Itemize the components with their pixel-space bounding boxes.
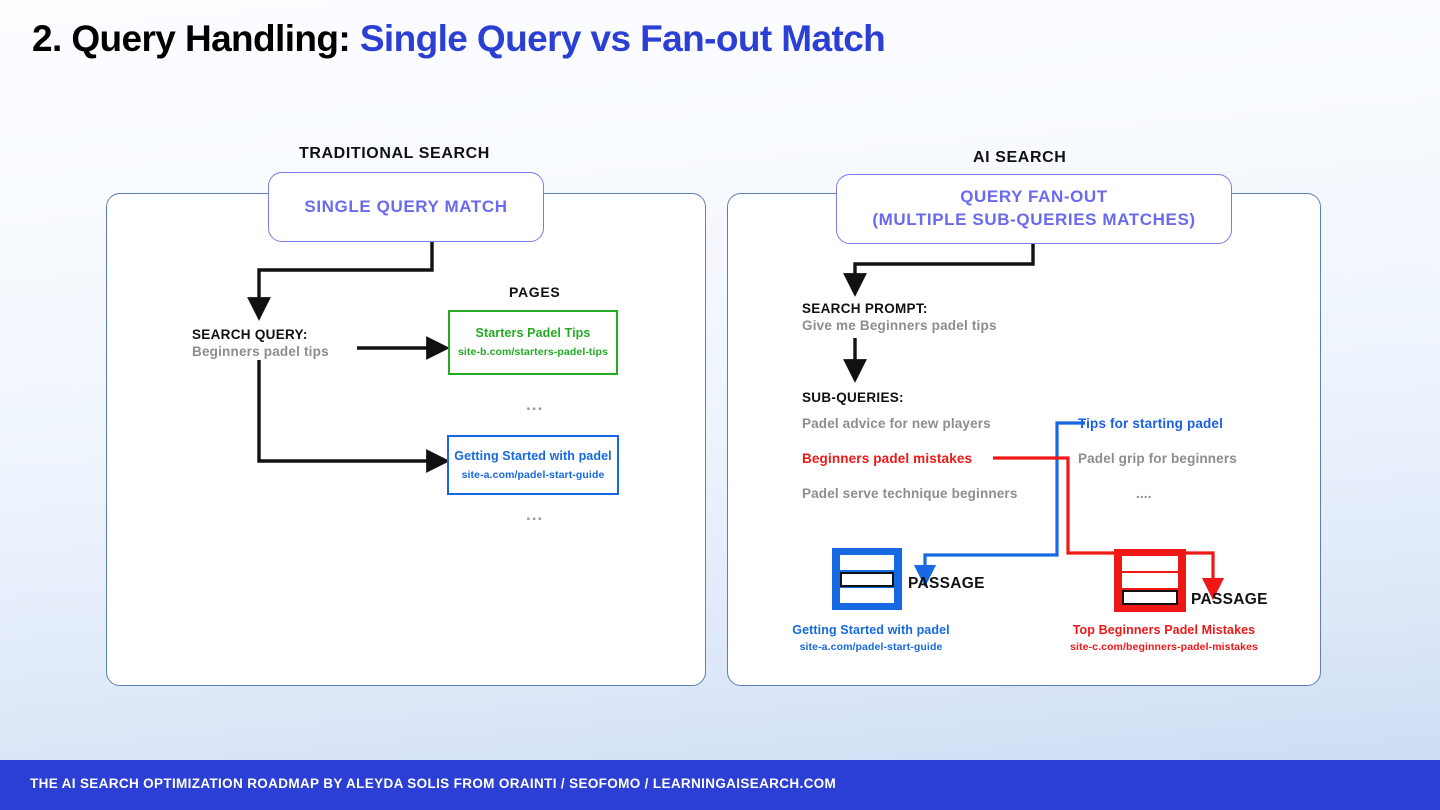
- page-title-prefix: 2. Query Handling:: [32, 18, 351, 59]
- pages-ellipsis-bottom: ...: [526, 505, 544, 524]
- footer-bar: THE AI SEARCH OPTIMIZATION ROADMAP BY AL…: [0, 760, 1440, 810]
- result-url: site-a.com/padel-start-guide: [461, 468, 605, 481]
- query-fan-out-pill[interactable]: QUERY FAN-OUT (MULTIPLE SUB-QUERIES MATC…: [836, 174, 1232, 244]
- sub-query-beginners-padel-mistakes[interactable]: Beginners padel mistakes: [802, 451, 973, 466]
- search-query-value: Beginners padel tips: [192, 344, 329, 359]
- sub-query-padel-advice-for-new-players[interactable]: Padel advice for new players: [802, 416, 991, 431]
- passage-row: [840, 555, 894, 570]
- passage-row-highlighted: [1122, 590, 1178, 605]
- passage-source-blue[interactable]: Getting Started with padel site-a.com/pa…: [792, 623, 950, 653]
- traditional-search-heading: TRADITIONAL SEARCH: [299, 145, 490, 162]
- result-box-getting-started-with-padel[interactable]: Getting Started with padel site-a.com/pa…: [447, 435, 619, 495]
- passage-row: [1122, 556, 1178, 571]
- search-prompt-value: Give me Beginners padel tips: [802, 318, 997, 333]
- query-fan-out-label-line1: QUERY FAN-OUT: [960, 187, 1108, 207]
- pages-ellipsis-top: ...: [526, 395, 544, 414]
- result-url: site-b.com/starters-padel-tips: [457, 346, 609, 359]
- sub-query-padel-serve-technique-beginners[interactable]: Padel serve technique beginners: [802, 486, 1018, 501]
- passage-source-title: Getting Started with padel: [792, 623, 950, 637]
- passage-source-red[interactable]: Top Beginners Padel Mistakes site-c.com/…: [1045, 623, 1283, 653]
- passage-source-url: site-a.com/padel-start-guide: [799, 641, 943, 653]
- passage-row: [840, 588, 894, 603]
- passage-source-title: Top Beginners Padel Mistakes: [1072, 623, 1256, 637]
- passage-row-highlighted: [840, 571, 894, 587]
- ai-search-heading: AI SEARCH: [973, 149, 1067, 166]
- single-query-match-label: SINGLE QUERY MATCH: [304, 196, 508, 216]
- sub-queries-label: SUB-QUERIES:: [802, 390, 904, 405]
- pages-label: PAGES: [509, 284, 561, 300]
- page-title: 2. Query Handling: Single Query vs Fan-o…: [32, 18, 886, 60]
- search-query-label: SEARCH QUERY:: [192, 327, 308, 342]
- ai-search-panel: [727, 193, 1321, 686]
- passage-row: [1122, 573, 1178, 588]
- passage-icon-red: [1114, 549, 1186, 612]
- query-fan-out-label-line2: (MULTIPLE SUB-QUERIES MATCHES): [872, 210, 1196, 229]
- single-query-match-pill[interactable]: SINGLE QUERY MATCH: [268, 172, 544, 242]
- sub-query-tips-for-starting-padel[interactable]: Tips for starting padel: [1078, 416, 1223, 431]
- passage-icon-blue: [832, 548, 902, 610]
- search-prompt-label: SEARCH PROMPT:: [802, 301, 928, 316]
- page-title-highlight: Single Query vs Fan-out Match: [359, 18, 886, 59]
- result-title: Starters Padel Tips: [475, 326, 591, 341]
- passage-source-url: site-c.com/beginners-padel-mistakes: [1070, 641, 1258, 653]
- passage-label-blue: PASSAGE: [908, 575, 985, 592]
- result-box-starters-padel-tips[interactable]: Starters Padel Tips site-b.com/starters-…: [448, 310, 618, 375]
- result-title: Getting Started with padel: [454, 448, 612, 463]
- passage-label-red: PASSAGE: [1191, 591, 1268, 608]
- sub-query-padel-grip-for-beginners[interactable]: Padel grip for beginners: [1078, 451, 1237, 466]
- footer-text: THE AI SEARCH OPTIMIZATION ROADMAP BY AL…: [30, 776, 837, 791]
- sub-query-ellipsis: ....: [1136, 486, 1152, 501]
